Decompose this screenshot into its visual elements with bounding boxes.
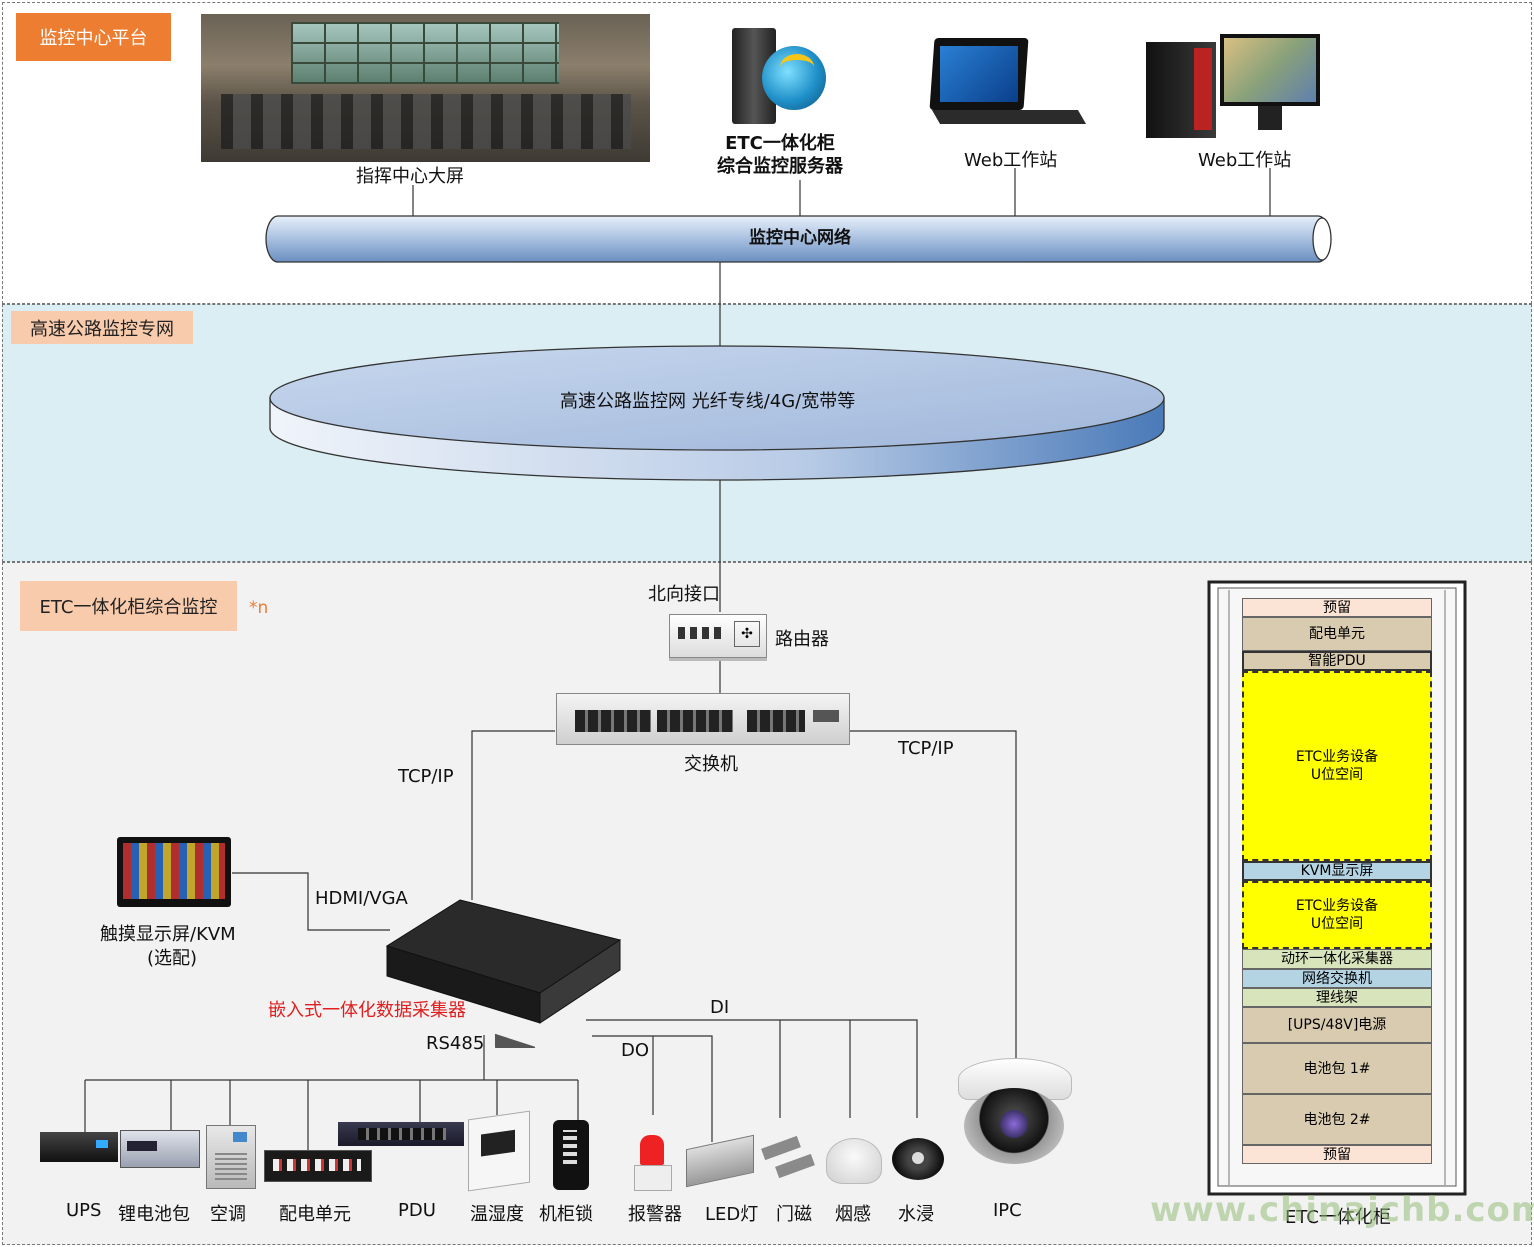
- cabinet-row-etc-space-1: ETC业务设备 U位空间: [1242, 671, 1432, 861]
- center-network-pipe: [265, 215, 1332, 263]
- bigscreen-label: 指挥中心大屏: [356, 166, 464, 187]
- server-icon: [728, 24, 828, 134]
- cabinet-row-reserved-bottom: 预留: [1242, 1145, 1432, 1164]
- device-label-ups: UPS: [66, 1200, 102, 1221]
- device-label-power-distribution: 配电单元: [279, 1204, 351, 1225]
- temperature-humidity-icon: [468, 1110, 530, 1192]
- pdu-icon: [338, 1122, 464, 1146]
- device-label-temperature-humidity: 温湿度: [470, 1204, 524, 1225]
- north-interface-label: 北向接口: [648, 584, 720, 605]
- center-network-label: 监控中心网络: [749, 228, 851, 248]
- cabinet-lock-icon: [553, 1120, 589, 1190]
- collector-label: 嵌入式一体化数据采集器: [268, 1000, 466, 1021]
- tcp-left-label: TCP/IP: [398, 766, 454, 787]
- router-label: 路由器: [775, 629, 829, 650]
- consoles: [221, 94, 631, 149]
- cabinet-row-battery-2: 电池包 2#: [1242, 1094, 1432, 1145]
- video-wall: [291, 22, 559, 84]
- collector-icon: [385, 898, 625, 1048]
- command-center-screen-image: [201, 14, 650, 162]
- zone-tag-center: 监控中心平台: [16, 13, 171, 61]
- switch-label: 交换机: [684, 754, 738, 775]
- web2-label: Web工作站: [1198, 150, 1292, 171]
- cabinet-row-battery-1: 电池包 1#: [1242, 1043, 1432, 1094]
- highway-network-label: 高速公路监控网 光纤专线/4G/宽带等: [560, 391, 856, 412]
- device-label-pdu: PDU: [398, 1200, 436, 1221]
- device-label-door-sensor: 门磁: [776, 1204, 812, 1225]
- lithium-battery-icon: [120, 1130, 200, 1168]
- zone-tag-etc: ETC一体化柜综合监控: [20, 581, 237, 631]
- device-label-lithium-battery: 锂电池包: [118, 1204, 190, 1225]
- highway-network-disk: [269, 345, 1165, 481]
- cabinet-row-network-switch: 网络交换机: [1242, 969, 1432, 988]
- cabinet-row-power-supply: [UPS/48V]电源: [1242, 1007, 1432, 1043]
- watermark: www.chinajchb.com: [1150, 1190, 1534, 1230]
- touch-screen-icon: [117, 837, 231, 907]
- device-label-air-conditioner: 空调: [210, 1204, 246, 1225]
- smoke-sensor-icon: [826, 1138, 882, 1184]
- alarm-icon: [632, 1135, 672, 1191]
- power-distribution-icon: [264, 1150, 372, 1182]
- hdmi-label: HDMI/VGA: [315, 888, 408, 909]
- door-sensor-icon: [761, 1135, 818, 1182]
- workstation-icon: [1146, 30, 1326, 140]
- device-label-smoke-sensor: 烟感: [835, 1204, 871, 1225]
- cabinet-row-etc-space-2: ETC业务设备 U位空间: [1242, 881, 1432, 949]
- do-label: DO: [621, 1040, 650, 1061]
- air-conditioner-icon: [206, 1125, 256, 1189]
- cabinet-row-power-distribution: 配电单元: [1242, 617, 1432, 651]
- laptop-icon: [928, 38, 1087, 128]
- rs485-label: RS485: [426, 1033, 485, 1054]
- cabinet-row-collector: 动环一体化采集器: [1242, 949, 1432, 969]
- cabinet-row-reserved-top: 预留: [1242, 598, 1432, 617]
- router-icon: ✣: [669, 614, 767, 658]
- di-label: DI: [710, 997, 730, 1018]
- tcp-right-label: TCP/IP: [898, 738, 954, 759]
- device-label-water-sensor: 水浸: [898, 1204, 934, 1225]
- device-label-alarm: 报警器: [628, 1204, 682, 1225]
- web1-label: Web工作站: [964, 150, 1058, 171]
- touch-label-line1: 触摸显示屏/KVM: [100, 924, 236, 945]
- device-label-cabinet-lock: 机柜锁: [539, 1204, 593, 1225]
- switch-icon: [556, 693, 850, 745]
- touch-label-line2: (选配): [147, 948, 198, 969]
- ups-icon: [40, 1132, 118, 1162]
- device-label-led: LED灯: [705, 1204, 759, 1225]
- cabinet-title: ETC一体化柜: [1285, 1207, 1391, 1228]
- ipc-camera-icon: [958, 1058, 1072, 1168]
- device-label-ipc: IPC: [993, 1200, 1022, 1221]
- server-label-line1: ETC一体化柜: [725, 133, 835, 154]
- zone-tag-highway: 高速公路监控专网: [11, 311, 193, 344]
- multiplier-label: *n: [249, 598, 269, 618]
- server-label-line2: 综合监控服务器: [717, 156, 843, 177]
- water-sensor-icon: [892, 1138, 944, 1180]
- cabinet-row-kvm: KVM显示屏: [1242, 861, 1432, 881]
- cabinet-row-smart-pdu: 智能PDU: [1242, 651, 1432, 671]
- cabinet-row-cable-manager: 理线架: [1242, 988, 1432, 1007]
